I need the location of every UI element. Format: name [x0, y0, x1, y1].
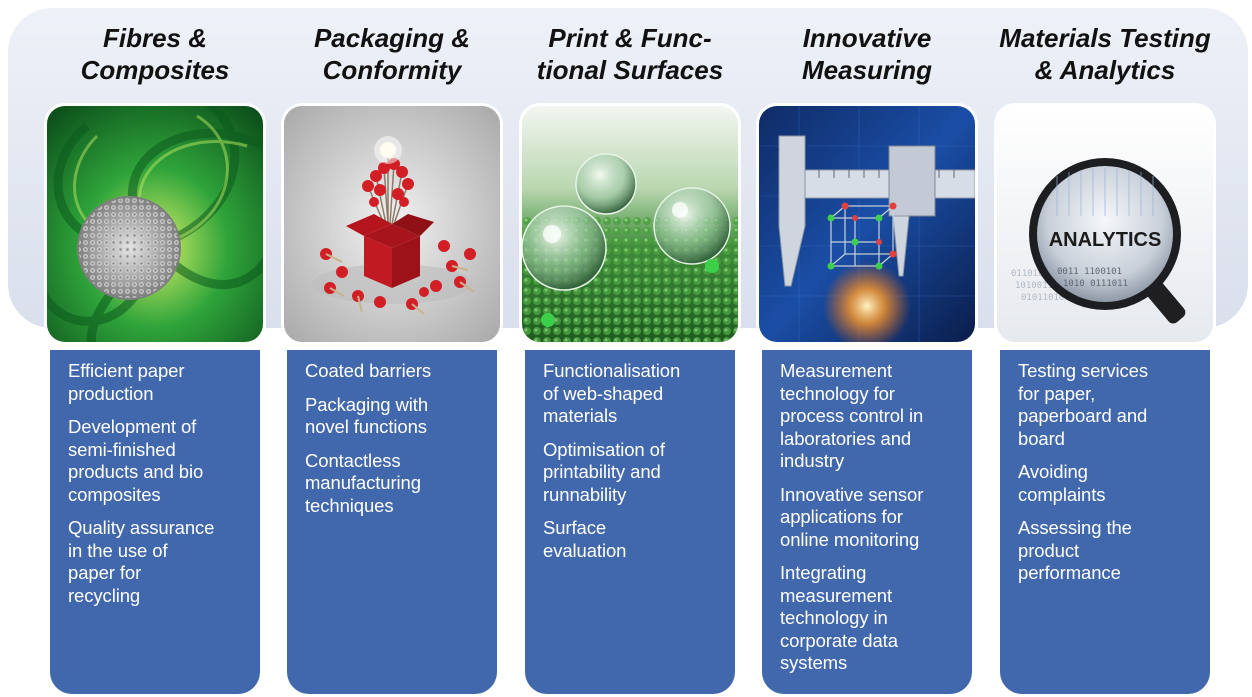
list-item: Packaging with novel functions: [305, 394, 487, 439]
item-line: techniques: [305, 494, 394, 516]
list-item: Innovative sensor applications for onlin…: [780, 484, 962, 552]
heading-line: Materials Testing: [999, 23, 1211, 53]
list-item: Integrating measurement technology in co…: [780, 562, 962, 675]
list-item: Functionalisation of web-shaped material…: [543, 360, 725, 428]
item-line: process control in: [780, 405, 924, 426]
item-line: technology in: [780, 607, 888, 628]
print-surfaces-image: [522, 106, 738, 342]
item-line: technology for: [780, 382, 895, 404]
item-line: runnability: [543, 483, 627, 505]
column-heading: Materials Testing & Analytics: [985, 22, 1225, 102]
heading-line: Conformity: [322, 55, 462, 85]
item-line: materials: [543, 405, 618, 426]
column-heading: Innovative Measuring: [747, 22, 987, 102]
heading-line: Measuring: [801, 55, 933, 85]
item-line: production: [68, 382, 154, 404]
heading-line: tional Surfaces: [536, 55, 724, 85]
item-line: online monitoring: [780, 528, 920, 550]
packaging-image: [284, 106, 500, 342]
item-line: Development of: [68, 416, 197, 437]
item-line: Contactless: [305, 449, 401, 471]
heading-line: Print & Func-: [548, 23, 712, 53]
list-item: Assessing the product performance: [1018, 517, 1200, 585]
item-line: recycling: [68, 584, 141, 606]
list-item: Avoiding complaints: [1018, 461, 1200, 506]
column-panel: Measurement technology for process contr…: [762, 350, 972, 694]
item-line: Surface: [543, 517, 607, 538]
item-line: systems: [780, 652, 848, 673]
measuring-image: [759, 106, 975, 342]
list-item: Surface evaluation: [543, 517, 725, 562]
item-line: semi-finished: [68, 438, 176, 460]
item-line: Avoiding: [1018, 461, 1088, 482]
column-panel: Efficient paper production Development o…: [50, 350, 260, 694]
list-item: Testing services for paper, paperboard a…: [1018, 360, 1200, 450]
item-line: Measurement: [780, 360, 893, 381]
list-item: Quality assurance in the use of paper fo…: [68, 517, 250, 607]
heading-line: Packaging &: [313, 23, 471, 53]
item-line: laboratories and: [780, 427, 912, 449]
item-line: evaluation: [543, 539, 627, 561]
list-item: Measurement technology for process contr…: [780, 360, 962, 473]
item-line: for paper,: [1018, 382, 1096, 404]
item-line: Efficient paper: [68, 360, 185, 381]
list-item: Coated barriers: [305, 360, 487, 383]
item-line: measurement: [780, 584, 893, 606]
item-line: performance: [1018, 562, 1121, 583]
svg-text:1010 0111011: 1010 0111011: [1063, 279, 1128, 289]
svg-text:0101101001101: 0101101001101: [1021, 293, 1091, 303]
item-line: in the use of: [68, 539, 168, 561]
heading-line: Innovative: [802, 23, 932, 53]
svg-text:0011 1100101: 0011 1100101: [1057, 267, 1122, 277]
item-line: Coated barriers: [305, 360, 432, 381]
item-line: Testing services: [1018, 360, 1149, 381]
column-panel: Coated barriers Packaging with novel fun…: [287, 350, 497, 694]
item-line: applications for: [780, 506, 903, 527]
heading-line: & Analytics: [1034, 55, 1176, 85]
list-item: Contactless manufacturing techniques: [305, 450, 487, 518]
item-line: of web-shaped: [543, 382, 664, 404]
column-heading: Print & Func- tional Surfaces: [510, 22, 750, 102]
item-line: Optimisation of: [543, 438, 665, 460]
item-line: industry: [780, 450, 844, 471]
item-line: printability and: [543, 461, 661, 482]
list-item: Efficient paper production: [68, 360, 250, 405]
list-item: Development of semi-finished products an…: [68, 416, 250, 506]
item-line: Assessing the: [1018, 517, 1132, 538]
item-line: Quality assurance: [68, 517, 215, 538]
item-line: Packaging with: [305, 393, 429, 415]
item-line: paperboard and: [1018, 405, 1148, 426]
analytics-label: ANALYTICS: [1049, 229, 1162, 251]
item-line: products and bio: [68, 461, 204, 482]
item-line: corporate data: [780, 629, 898, 651]
column-panel: Testing services for paper, paperboard a…: [1000, 350, 1210, 694]
item-line: manufacturing: [305, 472, 421, 493]
column-panel: Functionalisation of web-shaped material…: [525, 350, 735, 694]
item-line: Functionalisation: [543, 360, 681, 381]
item-line: board: [1018, 427, 1065, 449]
item-line: paper for: [68, 562, 142, 583]
item-line: product: [1018, 539, 1080, 561]
item-line: Innovative sensor: [780, 483, 924, 505]
item-line: complaints: [1018, 483, 1106, 505]
item-line: Integrating: [780, 562, 867, 583]
list-item: Optimisation of printability and runnabi…: [543, 439, 725, 507]
column-heading: Fibres & Composites: [35, 22, 275, 102]
item-line: novel functions: [305, 416, 427, 437]
analytics-image: 0110100110101 1010011010010 010110100110…: [997, 106, 1213, 342]
column-heading: Packaging & Conformity: [272, 22, 512, 102]
heading-line: Composites: [80, 55, 230, 85]
fibres-image: [47, 106, 263, 342]
heading-line: Fibres &: [102, 23, 208, 53]
item-line: composites: [68, 483, 161, 505]
